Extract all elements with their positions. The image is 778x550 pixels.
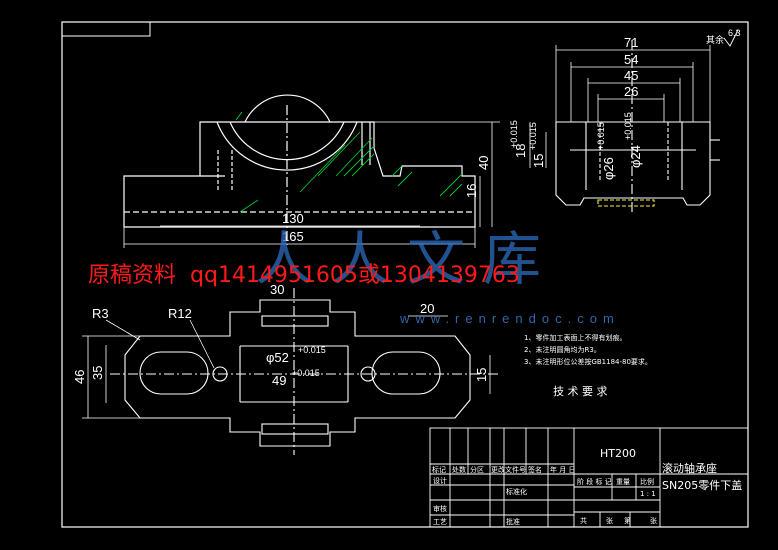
dim-46: 46 xyxy=(72,370,87,384)
dim-26: 26 xyxy=(624,84,638,99)
tol-dia26: +0.015 xyxy=(596,122,606,150)
title-part-name-1: 滚动轴承座 xyxy=(662,461,717,475)
side-dimensions xyxy=(529,45,711,168)
dim-49: 49 xyxy=(272,373,286,388)
roughness-icon xyxy=(723,29,739,47)
tb-sheet-total: 共 xyxy=(580,516,587,525)
watermark-contact: 原稿资料 qq1414951605或1304139763 xyxy=(88,257,534,289)
dim-r3: R3 xyxy=(92,306,109,321)
watermark-domain: www.renrendoc.com xyxy=(400,311,620,326)
dim-15: 15 xyxy=(531,154,546,168)
tb-design: 设计 xyxy=(433,476,447,485)
dim-15-plan: 15 xyxy=(474,368,489,382)
tb-weight: 重量 xyxy=(616,478,630,486)
sheet-border xyxy=(61,21,749,528)
tb-scale: 1 : 1 xyxy=(640,490,656,498)
dim-r12: R12 xyxy=(168,306,192,321)
dim-40: 40 xyxy=(476,156,491,170)
dim-45: 45 xyxy=(624,68,638,83)
dim-54: 54 xyxy=(624,52,638,67)
front-section-view xyxy=(123,94,476,245)
tech-notes-title: 技 术 要 求 xyxy=(553,385,608,398)
dim-dia26: φ26 xyxy=(601,157,616,180)
title-material: HT200 xyxy=(600,447,636,460)
roughness-label: 其余 xyxy=(706,34,724,45)
watermark-contact-label: 原稿资料 xyxy=(88,263,177,288)
tb-change-doc: 更改文件号 xyxy=(491,465,526,474)
plan-dimensions xyxy=(82,315,491,419)
side-view xyxy=(555,40,720,215)
tol-dia24: +0.015 xyxy=(623,112,633,140)
tech-note-2: 2、未注明圆角均为R3。 xyxy=(524,345,601,354)
tb-scale-label: 比例 xyxy=(640,477,654,486)
tb-count: 处数 xyxy=(452,465,466,474)
section-hatch xyxy=(235,111,463,213)
tb-process: 工艺 xyxy=(433,518,447,526)
tb-sheet-2: 张 xyxy=(650,516,657,525)
tb-mark: 标记 xyxy=(432,465,446,474)
tb-sheet-no: 第 xyxy=(624,516,631,525)
tb-stage: 阶 段 标 记 xyxy=(577,477,612,486)
code-box xyxy=(61,21,151,37)
tol-dia52: +0.015 xyxy=(298,345,326,355)
dim-dia24: φ24 xyxy=(628,145,643,168)
title-block-grid xyxy=(429,427,749,528)
watermark-logo: 人人文库 xyxy=(255,225,560,293)
tb-sign: 签名 xyxy=(528,465,542,474)
dim-18: 18 xyxy=(513,144,528,158)
plan-view xyxy=(110,288,500,455)
tb-zone: 分区 xyxy=(470,465,484,474)
dim-71: 71 xyxy=(624,35,638,50)
tol-18: +0.015 xyxy=(509,120,519,148)
tol-49: +0.015 xyxy=(292,368,320,378)
front-dimensions xyxy=(123,121,500,248)
dim-165: 165 xyxy=(282,229,304,244)
tech-note-1: 1、零件加工表面上不得有划痕。 xyxy=(524,333,626,342)
dim-dia52: φ52 xyxy=(266,350,289,365)
dim-130: 130 xyxy=(282,211,304,226)
dim-16: 16 xyxy=(464,184,479,198)
tb-check: 审核 xyxy=(433,504,447,513)
tb-sheet-1: 张 xyxy=(606,516,613,525)
tb-approve: 批准 xyxy=(506,517,520,526)
tb-standard: 标准化 xyxy=(506,487,527,496)
title-part-name-2: SN205零件下盖 xyxy=(662,478,742,492)
watermark-contact-qq: qq1414951605或1304139763 xyxy=(190,263,520,288)
tb-date: 年 月 日 xyxy=(550,465,575,474)
dim-20: 20 xyxy=(420,301,434,316)
dim-30: 30 xyxy=(270,282,284,297)
dim-35: 35 xyxy=(90,366,105,380)
tech-note-3: 3、未注明形位公差按GB1184-80要求。 xyxy=(524,357,652,366)
tol-15: +0.015 xyxy=(528,122,538,150)
roughness-value: 6.3 xyxy=(728,28,741,38)
